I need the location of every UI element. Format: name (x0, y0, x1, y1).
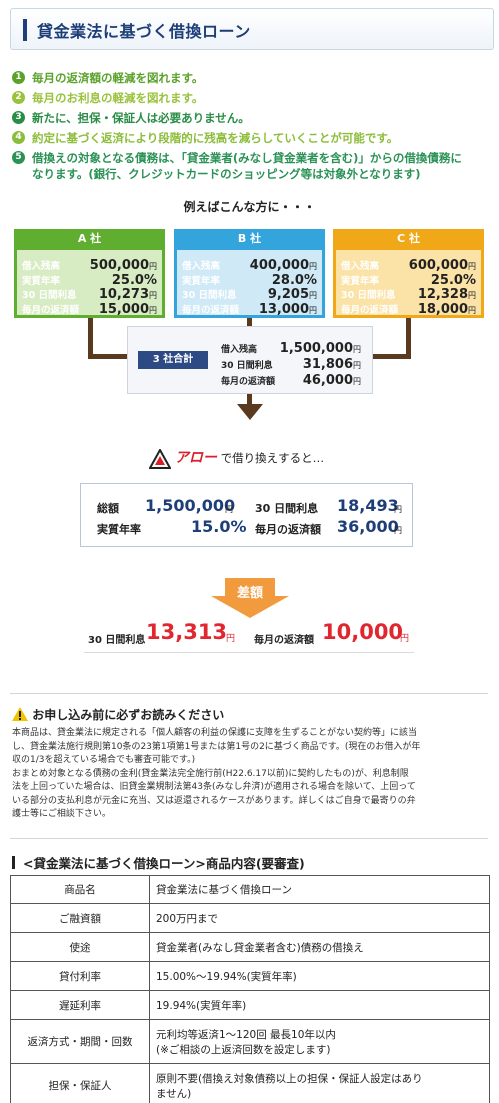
page-title: 貸金業法に基づく借換ローン (37, 22, 251, 41)
table-row: 商品名貸金業法に基づく借換ローン (10, 875, 490, 904)
warning-heading: お申し込み前に必ずお読みください (12, 706, 224, 723)
warning-icon (12, 707, 28, 721)
number-5-icon: 5 (12, 151, 25, 164)
difference-arrow-icon (211, 578, 289, 618)
connector-line (247, 394, 252, 406)
number-1-icon: 1 (12, 71, 25, 84)
arrow-logo-text: アロー (174, 450, 217, 466)
header-accent-bar (23, 19, 27, 41)
divider (10, 838, 488, 839)
company-name: B 社 (237, 232, 262, 245)
section-title: <貸金業法に基づく借換ローン>商品内容(要審査) (12, 853, 305, 872)
connector-line (372, 354, 411, 359)
arrow-brand-line: アロー で借り換えすると… (148, 447, 324, 469)
company-name: C 社 (397, 232, 420, 245)
difference-monthly-value: 10,000 (322, 620, 404, 644)
warning-text: 本商品は、貸金業法に規定される「個人顧客の利益の保護に支障を生ずることがない契約… (12, 728, 421, 819)
table-row: 返済方式・期間・回数元利均等返済1〜120回 最長10年以内(※ご相談の上返済回… (10, 1019, 490, 1064)
company-name: A 社 (77, 232, 102, 245)
down-arrow-icon (237, 404, 263, 420)
result-box: 総額 1,500,000 円 30 日間利息 18,493 円 実質年率 15.… (80, 483, 413, 547)
connector-line (88, 354, 128, 359)
connector-line (247, 318, 252, 327)
number-3-icon: 3 (12, 111, 25, 124)
divider (84, 652, 414, 653)
number-2-icon: 2 (12, 91, 25, 104)
table-row: 使途貸金業者(みなし貸金業者含む)債務の借換え (10, 932, 490, 962)
divider (10, 693, 488, 694)
difference-interest-value: 13,313 (146, 620, 228, 644)
table-row: 担保・保証人原則不要(借換え対象債務以上の担保・保証人設定はありません) (10, 1063, 490, 1103)
connector-line (406, 318, 411, 358)
example-title: 例えばこんな方に・・・ (183, 200, 316, 214)
number-4-icon: 4 (12, 131, 25, 144)
total-tag: 3 社合計 (138, 351, 208, 369)
difference-label: 差額 (236, 586, 263, 601)
connector-line (88, 318, 93, 358)
page-header: 貸金業法に基づく借換ローン (10, 8, 494, 50)
arrow-logo-icon (148, 447, 172, 469)
